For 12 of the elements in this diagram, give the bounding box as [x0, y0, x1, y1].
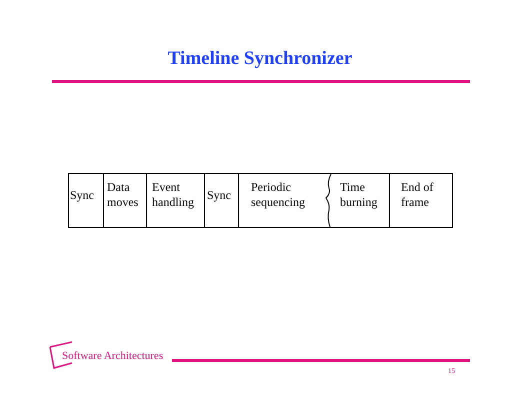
segment-label: Event handling — [152, 179, 195, 211]
timeline-segment — [205, 174, 239, 227]
timeline-segment — [104, 174, 147, 227]
segment-label: Sync — [207, 186, 232, 204]
segment-label: Data moves — [107, 179, 140, 211]
segment-label: Time burning — [340, 179, 378, 211]
segment-label: End of frame — [401, 179, 434, 211]
timeline-segment — [69, 174, 104, 227]
segment-label: Sync — [70, 186, 95, 204]
segment-label: Periodic sequencing — [251, 179, 306, 211]
slide-title: Timeline Synchronizer — [166, 48, 354, 70]
footer-text: Software Architectures — [62, 350, 164, 362]
